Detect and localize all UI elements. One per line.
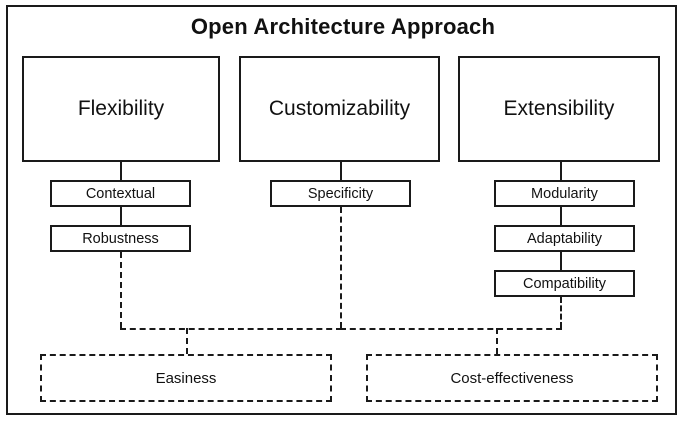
attribute-box-specificity: Specificity [270, 180, 411, 207]
attribute-label-robustness: Robustness [82, 230, 159, 247]
attribute-label-specificity: Specificity [307, 185, 374, 202]
attribute-box-compatibility: Compatibility [494, 270, 635, 297]
attribute-label-adaptability: Adaptability [527, 230, 602, 247]
connector-adaptability-to-compatibility [560, 252, 562, 270]
pillar-label-extensibility: Extensibility [503, 97, 615, 120]
dashed-drop-easiness [186, 328, 188, 354]
attribute-box-robustness: Robustness [50, 225, 191, 252]
connector-flexibility-to-contextual [120, 162, 122, 180]
attribute-label-compatibility: Compatibility [523, 275, 606, 292]
dashed-connector-robustness-down [120, 252, 122, 328]
outcome-label-easiness: Easiness [155, 369, 217, 387]
outcome-label-cost-effectiveness: Cost-effectiveness [450, 369, 574, 387]
connector-extensibility-to-modularity [560, 162, 562, 180]
attribute-box-adaptability: Adaptability [494, 225, 635, 252]
pillar-label-flexibility: Flexibility [77, 97, 165, 120]
attribute-label-contextual: Contextual [85, 185, 156, 202]
pillar-box-customizability: Customizability [239, 56, 440, 162]
dashed-connector-compatibility-down [560, 297, 562, 328]
attribute-label-modularity: Modularity [531, 185, 598, 202]
pillar-box-extensibility: Extensibility [458, 56, 660, 162]
dashed-bus-right [340, 328, 562, 330]
dashed-drop-cost-effectiveness [496, 328, 498, 354]
connector-contextual-to-robustness [120, 207, 122, 225]
diagram-outer-border [6, 5, 677, 415]
attribute-box-contextual: Contextual [50, 180, 191, 207]
outcome-box-easiness: Easiness [40, 354, 332, 402]
dashed-connector-specificity-down [340, 207, 342, 328]
attribute-box-modularity: Modularity [494, 180, 635, 207]
connector-customizability-to-specificity [340, 162, 342, 180]
outcome-box-cost-effectiveness: Cost-effectiveness [366, 354, 658, 402]
pillar-label-customizability: Customizability [268, 97, 411, 120]
pillar-box-flexibility: Flexibility [22, 56, 220, 162]
dashed-bus-left [120, 328, 342, 330]
diagram-title: Open Architecture Approach [190, 14, 496, 39]
connector-modularity-to-adaptability [560, 207, 562, 225]
